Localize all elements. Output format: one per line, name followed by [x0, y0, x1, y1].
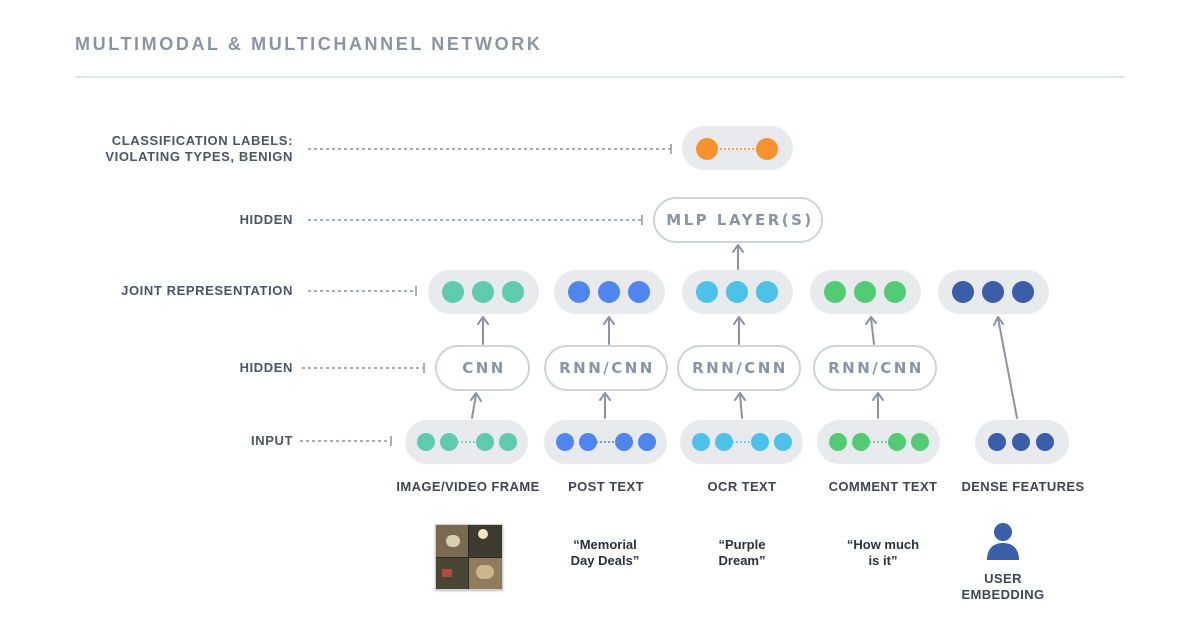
cnn-box: [435, 345, 530, 391]
arrowhead: [603, 316, 615, 325]
mlp-box: [653, 197, 823, 243]
output-node-1: [696, 138, 718, 160]
joint-node: [726, 281, 748, 303]
joint-node: [568, 281, 590, 303]
quote-post: “Memorial Day Deals”: [570, 537, 640, 568]
input-node: [988, 433, 1006, 451]
arrowhead: [477, 316, 489, 325]
joint-node: [442, 281, 464, 303]
rnn-label-post: RNN/CNN: [559, 359, 655, 377]
input-node: [829, 433, 847, 451]
input-node: [692, 433, 710, 451]
arrowhead: [470, 392, 482, 402]
joint-node: [1012, 281, 1034, 303]
input-node: [1012, 433, 1030, 451]
mlp-label: MLP LAYER(S): [666, 211, 814, 229]
input-node: [852, 433, 870, 451]
joint-node: [756, 281, 778, 303]
quote-comment: “How much is it”: [846, 537, 920, 568]
input-node: [556, 433, 574, 451]
input-node: [1036, 433, 1054, 451]
input-node: [715, 433, 733, 451]
user-icon: [987, 523, 1019, 560]
title-divider: [75, 76, 1125, 78]
input-node: [440, 433, 458, 451]
input-node: [888, 433, 906, 451]
arrowhead: [872, 392, 884, 401]
joint-node: [854, 281, 876, 303]
rnn-box-comment: [813, 345, 937, 391]
caption-ocr: OCR TEXT: [707, 479, 777, 494]
joint-node: [502, 281, 524, 303]
rnn-box-ocr: [677, 345, 801, 391]
input-node: [911, 433, 929, 451]
row-label-classification: CLASSIFICATION LABELS: VIOLATING TYPES, …: [105, 133, 293, 164]
joint-node: [884, 281, 906, 303]
joint-node: [696, 281, 718, 303]
input-node: [774, 433, 792, 451]
input-node: [751, 433, 769, 451]
rnn-label-comment: RNN/CNN: [828, 359, 924, 377]
arrowhead: [733, 316, 745, 325]
cnn-label: CNN: [462, 359, 506, 377]
caption-dense: DENSE FEATURES: [961, 479, 1085, 494]
row-label-hidden: HIDDEN: [239, 360, 293, 375]
input-node: [499, 433, 517, 451]
row-label-joint: JOINT REPRESENTATION: [121, 283, 293, 298]
rnn-box-post: [544, 345, 668, 391]
page-title: MULTIMODAL & MULTICHANNEL NETWORK: [75, 34, 543, 54]
caption-comment: COMMENT TEXT: [828, 479, 938, 494]
arrowhead: [599, 392, 611, 401]
arrow-ocr-input-to-rnn: [739, 393, 743, 419]
arrow-image-input-to-cnn: [471, 393, 477, 419]
input-node: [476, 433, 494, 451]
output-node-2: [756, 138, 778, 160]
image-thumbnail: [435, 524, 503, 590]
joint-node: [952, 281, 974, 303]
quote-ocr: “Purple Dream”: [718, 537, 766, 568]
row-label-input: INPUT: [251, 433, 293, 448]
input-node: [579, 433, 597, 451]
arrowhead: [732, 244, 744, 253]
arrowhead: [734, 392, 746, 401]
arrowhead: [865, 316, 877, 325]
rnn-label-ocr: RNN/CNN: [692, 359, 788, 377]
joint-node: [824, 281, 846, 303]
row-label-hidden-top: HIDDEN: [239, 212, 293, 227]
caption-image: IMAGE/VIDEO FRAME: [396, 479, 540, 494]
arrow-rnn3-to-joint: [870, 317, 875, 345]
caption-post: POST TEXT: [568, 479, 644, 494]
joint-node: [598, 281, 620, 303]
input-node: [615, 433, 633, 451]
joint-node: [472, 281, 494, 303]
arrowhead: [993, 316, 1004, 326]
arrow-dense-to-joint: [997, 317, 1018, 419]
input-node: [417, 433, 435, 451]
joint-node: [982, 281, 1004, 303]
joint-node: [628, 281, 650, 303]
user-embedding-label: USER EMBEDDING: [961, 571, 1045, 602]
input-node: [638, 433, 656, 451]
